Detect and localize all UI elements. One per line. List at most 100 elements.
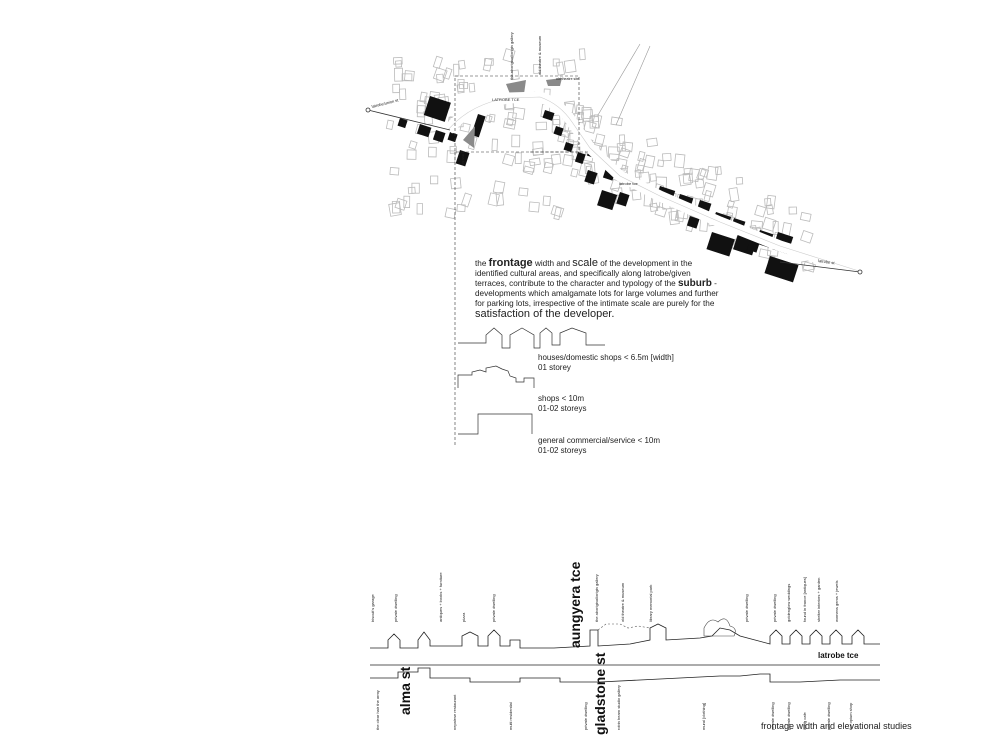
lower-label-5: mural [clothing] — [701, 703, 706, 730]
lot-outline — [646, 137, 658, 148]
lot-outline — [657, 159, 665, 167]
building-footprint — [563, 141, 574, 153]
lot-outline — [788, 206, 798, 215]
lot-outline — [553, 206, 562, 221]
lot-outline — [570, 168, 579, 178]
building-footprint — [597, 189, 618, 211]
approach-road-left — [367, 109, 451, 131]
lot-outline — [552, 58, 560, 67]
road-endpoint-right — [857, 269, 863, 275]
building-footprint — [706, 232, 735, 257]
upper-street-name-mid: aungyera tce — [567, 561, 583, 648]
lot-outline — [398, 88, 407, 101]
lot-outline — [511, 134, 521, 148]
street-label-mid-left: ma st — [461, 154, 466, 165]
lot-outline — [590, 114, 600, 123]
lower-label-4: robin hearn studio gallery — [616, 685, 621, 730]
lot-outline — [449, 145, 457, 154]
lot-outline — [488, 113, 496, 123]
lot-outline — [502, 48, 516, 63]
building-footprint — [542, 110, 555, 121]
lot-outline — [636, 157, 647, 172]
lot-outline — [673, 153, 686, 169]
lot-outline — [637, 150, 646, 162]
gray-site-1 — [463, 126, 475, 148]
lot-outline — [393, 67, 404, 82]
upper-label-9: private dwelling — [772, 594, 777, 622]
building-footprint — [616, 192, 630, 207]
lot-outline — [446, 150, 456, 164]
lot-outline — [385, 119, 395, 130]
upper-label-6: old theatre & museum — [620, 582, 625, 622]
lot-outline — [428, 146, 437, 158]
lot-outline — [688, 168, 700, 183]
lot-outline — [392, 83, 401, 94]
lot-outline — [634, 169, 642, 178]
lot-outline — [726, 199, 735, 209]
lot-outline — [801, 259, 815, 272]
lower-label-10: the opium shop — [848, 702, 853, 730]
building-footprint — [471, 114, 486, 138]
lot-outline — [550, 204, 565, 218]
profile-commercial — [458, 413, 533, 435]
lot-outline — [754, 204, 767, 218]
lot-outline — [772, 221, 779, 235]
street-label-heritage: LATROBE TCE — [492, 97, 520, 102]
upper-label-12: shelter interiors + garden — [816, 578, 821, 622]
street-label-middle: latrobe tce — [619, 181, 638, 186]
outer-road-edge-1 — [597, 43, 641, 116]
upper-street-name-right: latrobe tce — [818, 651, 859, 660]
gray-site-2 — [506, 80, 526, 94]
lot-outline — [401, 73, 413, 82]
lot-outline — [532, 147, 544, 157]
lot-outline — [563, 59, 577, 74]
lot-outline — [618, 134, 626, 146]
lot-outline — [430, 175, 439, 185]
heritage-dashed-box — [454, 75, 580, 153]
lot-outline — [416, 100, 427, 114]
lot-outline — [502, 153, 516, 167]
upper-label-11: found in france [antiques] — [802, 577, 807, 622]
main-street-outline — [447, 96, 863, 273]
lot-outline — [522, 165, 535, 175]
lot-outline — [408, 140, 418, 150]
lower-street-name-left: alma st — [397, 666, 413, 715]
profile-houses — [458, 327, 605, 349]
figure-caption: frontage width and elevational studies — [761, 721, 912, 731]
upper-label-13: womens gems + jewels — [834, 581, 839, 622]
lot-outline — [583, 120, 597, 134]
lot-outline — [522, 160, 536, 173]
top-label-1: the aboriginal/origin gallery — [509, 32, 514, 80]
lot-outline — [505, 117, 515, 127]
lot-outline — [511, 69, 520, 81]
upper-dashed-overlay — [597, 623, 651, 631]
lot-outline — [442, 67, 453, 80]
lower-elevation-profile — [370, 667, 880, 683]
lot-outline — [634, 164, 645, 174]
lower-label-2: multi residential — [508, 702, 513, 730]
lot-outline — [432, 66, 448, 83]
gray-site-3 — [546, 78, 562, 86]
lot-outline — [575, 104, 585, 115]
lot-outline — [735, 177, 744, 185]
lot-outline — [528, 201, 540, 213]
lot-outline — [542, 161, 555, 175]
lot-outline — [419, 91, 428, 103]
upper-label-10: goldenglow weddings — [786, 584, 791, 622]
lot-outline — [678, 173, 692, 187]
lower-label-8: living cafe — [802, 711, 807, 730]
building-footprint — [553, 125, 564, 137]
lot-outline — [389, 166, 400, 176]
building-footprint — [574, 152, 586, 164]
upper-label-4: private dwelling — [491, 594, 496, 622]
upper-label-8: private dwelling — [744, 594, 749, 622]
lot-outline — [552, 114, 561, 126]
lot-outline — [621, 141, 634, 153]
lot-outline — [460, 192, 473, 208]
outer-road-edge-2 — [615, 45, 651, 126]
lot-outline — [484, 58, 494, 66]
upper-elevation-profile — [370, 623, 880, 649]
lot-outline — [512, 106, 526, 120]
frontage-paragraph: the frontage width and scale of the deve… — [475, 257, 719, 320]
